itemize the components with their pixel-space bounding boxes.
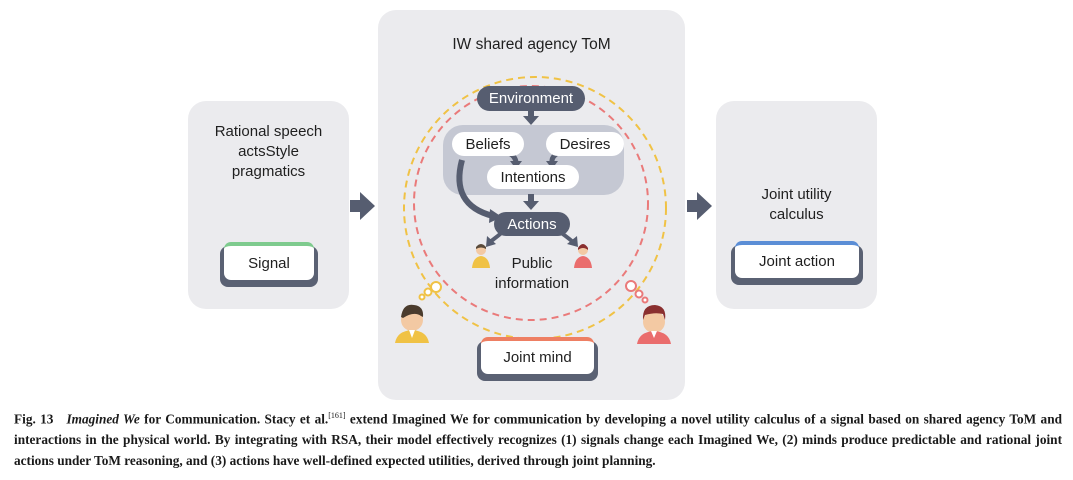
caption-body: extend Imagined We for communication by … <box>14 411 1062 469</box>
arrow-environment-down <box>523 110 539 125</box>
inner-person-red-icon <box>574 244 592 268</box>
figure-caption: Fig. 13 Imagined We for Communication. S… <box>14 405 1062 471</box>
environment-node: Environment <box>477 86 585 111</box>
beliefs-label: Beliefs <box>465 135 511 153</box>
actions-label: Actions <box>507 215 557 233</box>
public-information-line2: information <box>494 275 570 292</box>
caption-ref: [161] <box>328 411 346 420</box>
joint-mind-card: Joint mind <box>481 337 594 374</box>
thought-bubbles-red <box>625 280 649 304</box>
left-panel-text-line2: actsStyle <box>238 143 299 160</box>
caption-lead: for Communication. Stacy et al. <box>144 411 329 427</box>
desires-label: Desires <box>559 135 611 153</box>
public-information-line1: Public <box>511 255 553 272</box>
left-panel-text-line1: Rational speech <box>214 123 323 140</box>
left-panel-text-line3: pragmatics <box>231 163 306 180</box>
public-information-text: Public information <box>470 254 594 294</box>
right-panel-text: Joint utility calculus <box>716 185 877 225</box>
right-panel-text-line2: calculus <box>769 206 824 223</box>
desires-node: Desires <box>546 132 624 156</box>
joint-action-card-label: Joint action <box>759 253 835 270</box>
signal-card: Signal <box>224 242 314 280</box>
actions-node: Actions <box>494 212 570 236</box>
signal-card-label: Signal <box>248 254 290 272</box>
intentions-label: Intentions <box>500 168 566 186</box>
joint-action-card: Joint action <box>735 241 859 278</box>
arrow-left-to-center <box>350 192 375 220</box>
caption-fig-label: Fig. 13 <box>14 411 54 427</box>
arrow-beliefs-actions-curve <box>456 159 494 219</box>
inner-person-yellow-icon <box>472 244 490 268</box>
left-panel-text: Rational speech actsStyle pragmatics <box>188 122 349 182</box>
thought-bubbles-yellow <box>418 281 442 301</box>
person-red-icon <box>637 305 671 344</box>
arrow-center-to-right <box>687 192 712 220</box>
intentions-node: Intentions <box>487 165 579 189</box>
joint-mind-card-label: Joint mind <box>503 349 572 366</box>
environment-label: Environment <box>488 90 574 107</box>
person-yellow-icon <box>395 304 429 343</box>
caption-title: Imagined We <box>66 411 140 427</box>
beliefs-node: Beliefs <box>452 132 524 156</box>
red-dashed-circle <box>413 85 649 321</box>
arrow-intentions-actions <box>523 194 539 210</box>
right-panel-text-line1: Joint utility <box>761 186 832 203</box>
center-panel-title: IW shared agency ToM <box>452 36 611 53</box>
